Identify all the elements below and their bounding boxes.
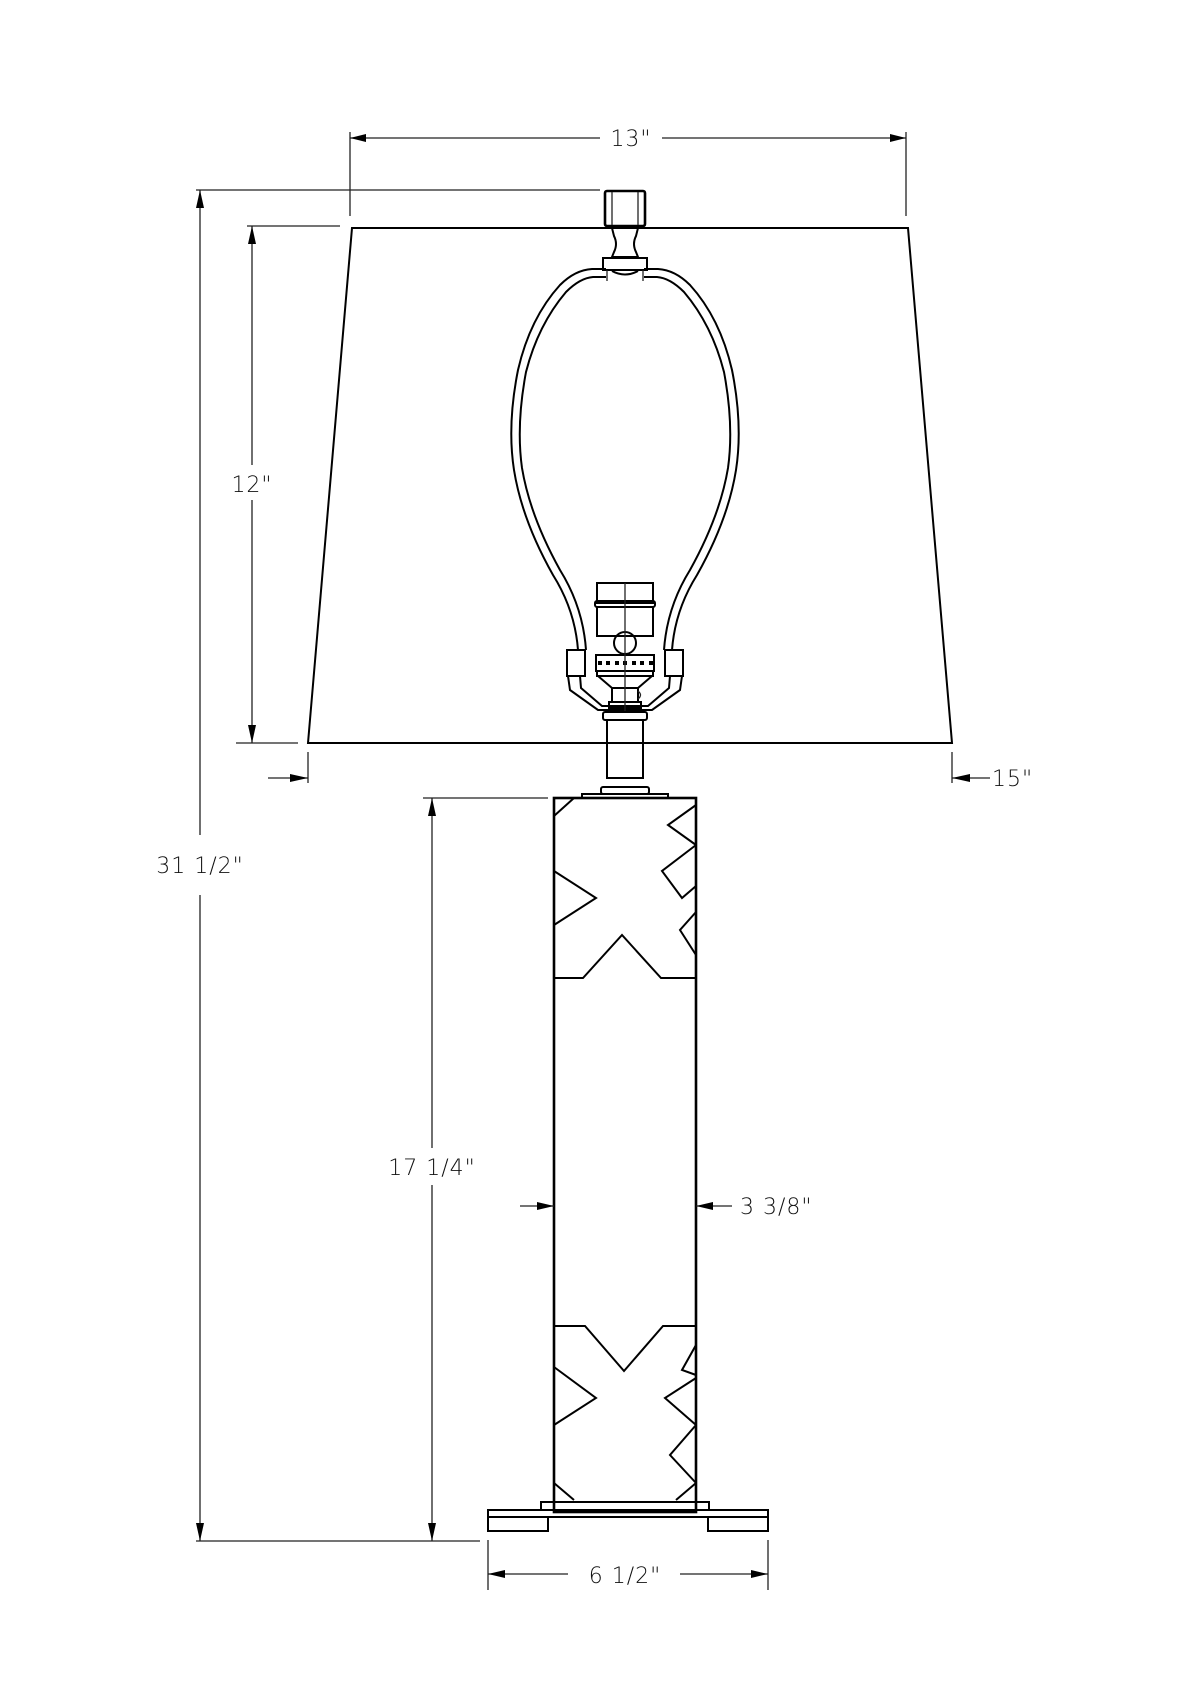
label-shade-height: 12": [231, 473, 272, 498]
lamp-socket: [594, 582, 656, 712]
label-shade-top-width: 13": [610, 127, 651, 152]
dim-column-width: 3 3/8": [520, 1195, 813, 1220]
label-shade-bottom-width: 15": [992, 767, 1033, 792]
dim-shade-bottom-width: 15": [268, 752, 1033, 792]
lamp-neck: [581, 711, 669, 799]
lamp-column: [552, 796, 698, 1514]
dim-foot-width: 6 1/2": [487, 1540, 769, 1590]
label-base-height: 17 1/4": [388, 1156, 476, 1181]
label-column-width: 3 3/8": [740, 1195, 813, 1220]
lamp-shade: [306, 227, 954, 744]
label-overall-height: 31 1/2": [156, 854, 244, 879]
dim-base-height: 17 1/4": [388, 797, 548, 1541]
dim-shade-height: 12": [231, 225, 340, 744]
dim-overall-height: 31 1/2": [156, 189, 600, 1542]
lamp-base: [487, 1501, 769, 1532]
finial: [602, 189, 648, 281]
dim-shade-top-width: 13": [349, 127, 907, 216]
label-foot-width: 6 1/2": [589, 1564, 662, 1589]
